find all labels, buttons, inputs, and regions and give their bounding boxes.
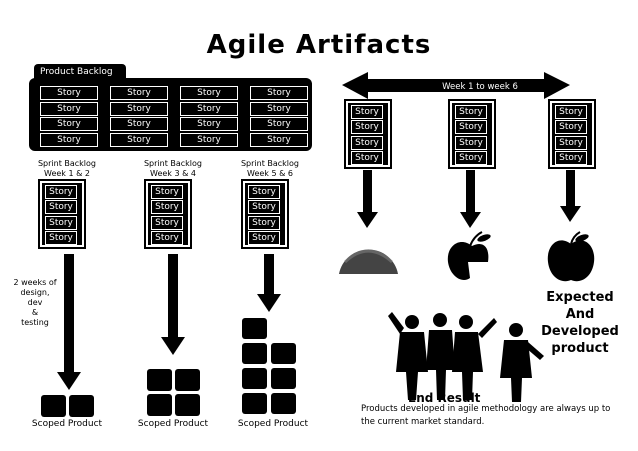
- story-card: Story: [151, 215, 183, 230]
- expected-text: Expected And Developed product: [535, 289, 625, 357]
- sprint-label-line: Sprint Backlog: [37, 159, 97, 168]
- story-card: Story: [455, 120, 487, 135]
- expected-line: Developed: [541, 324, 619, 339]
- story-card: Story: [555, 150, 587, 165]
- story-card: Story: [250, 86, 308, 100]
- story-card: Story: [455, 105, 487, 119]
- story-card: Story: [40, 86, 98, 100]
- scoped-product-label: Scoped Product: [237, 419, 309, 429]
- story-card: Story: [180, 117, 238, 131]
- story-card: Story: [40, 132, 98, 147]
- story-card: Story: [351, 150, 383, 165]
- timeline-arrow: [342, 72, 570, 99]
- story-card: Story: [248, 200, 280, 215]
- page-title: Agile Artifacts: [206, 30, 432, 60]
- sprint-duration-note: 2 weeks of design, dev & testing: [4, 278, 66, 328]
- note-line: design,: [20, 288, 50, 297]
- apple-icon: [547, 231, 595, 282]
- bitten-apple-icon: [447, 231, 491, 281]
- sprint-label-line: Week 3 & 4: [150, 169, 196, 178]
- story-card: Story: [45, 185, 77, 199]
- expected-line: Expected: [546, 290, 614, 305]
- story-card: Story: [555, 120, 587, 135]
- scoped-product-blocks: [41, 395, 94, 417]
- product-backlog-label: Product Backlog: [34, 64, 126, 81]
- story-card: Story: [45, 200, 77, 215]
- story-card: Story: [555, 135, 587, 150]
- story-card: Story: [351, 105, 383, 119]
- story-card: Story: [250, 101, 308, 116]
- story-card: Story: [151, 185, 183, 199]
- timeline-down-arrow: [357, 170, 378, 228]
- story-card: Story: [248, 185, 280, 199]
- sprint-label-line: Sprint Backlog: [143, 159, 203, 168]
- sprint-label-line: Week 5 & 6: [247, 169, 293, 178]
- story-card: Story: [250, 117, 308, 131]
- expected-line: product: [551, 341, 609, 356]
- story-card: Story: [248, 215, 280, 230]
- timeline-label: Week 1 to week 6: [442, 82, 518, 92]
- story-card: Story: [455, 150, 487, 165]
- story-card: Story: [180, 101, 238, 116]
- story-card: Story: [351, 120, 383, 135]
- story-card: Story: [45, 215, 77, 230]
- sphere-icon: [339, 249, 398, 274]
- story-card: Story: [151, 230, 183, 245]
- expected-line: And: [565, 307, 595, 322]
- sprint-arrow: [257, 254, 281, 312]
- end-result-line: Products developed in agile methodology …: [361, 404, 611, 414]
- story-card: Story: [151, 200, 183, 215]
- sprint-label-line: Sprint Backlog: [240, 159, 300, 168]
- sprint-arrow: [161, 254, 185, 355]
- note-line: testing: [21, 318, 49, 327]
- scoped-product-blocks: [242, 318, 296, 414]
- note-line: 2 weeks of: [13, 278, 57, 287]
- sprint-label-line: Week 1 & 2: [44, 169, 90, 178]
- note-line: &: [31, 308, 39, 317]
- story-card: Story: [180, 86, 238, 100]
- story-card: Story: [40, 101, 98, 116]
- story-card: Story: [555, 105, 587, 119]
- story-card: Story: [110, 86, 168, 100]
- scoped-product-label: Scoped Product: [137, 419, 209, 429]
- end-result-line: the current market standard.: [361, 417, 485, 427]
- scoped-product-blocks: [147, 369, 200, 416]
- story-card: Story: [248, 230, 280, 245]
- sprint-arrow: [57, 254, 81, 390]
- story-card: Story: [110, 101, 168, 116]
- story-card: Story: [110, 132, 168, 147]
- note-line: dev: [27, 298, 43, 307]
- scoped-product-label: Scoped Product: [31, 419, 103, 429]
- timeline-down-arrow: [460, 170, 481, 228]
- story-card: Story: [180, 132, 238, 147]
- team-people-image: [388, 312, 544, 402]
- story-card: Story: [45, 230, 77, 245]
- end-result-text: Products developed in agile methodology …: [361, 403, 636, 429]
- story-card: Story: [455, 135, 487, 150]
- story-card: Story: [351, 135, 383, 150]
- story-card: Story: [110, 117, 168, 131]
- story-card: Story: [250, 132, 308, 147]
- timeline-down-arrow: [560, 170, 581, 222]
- story-card: Story: [40, 117, 98, 131]
